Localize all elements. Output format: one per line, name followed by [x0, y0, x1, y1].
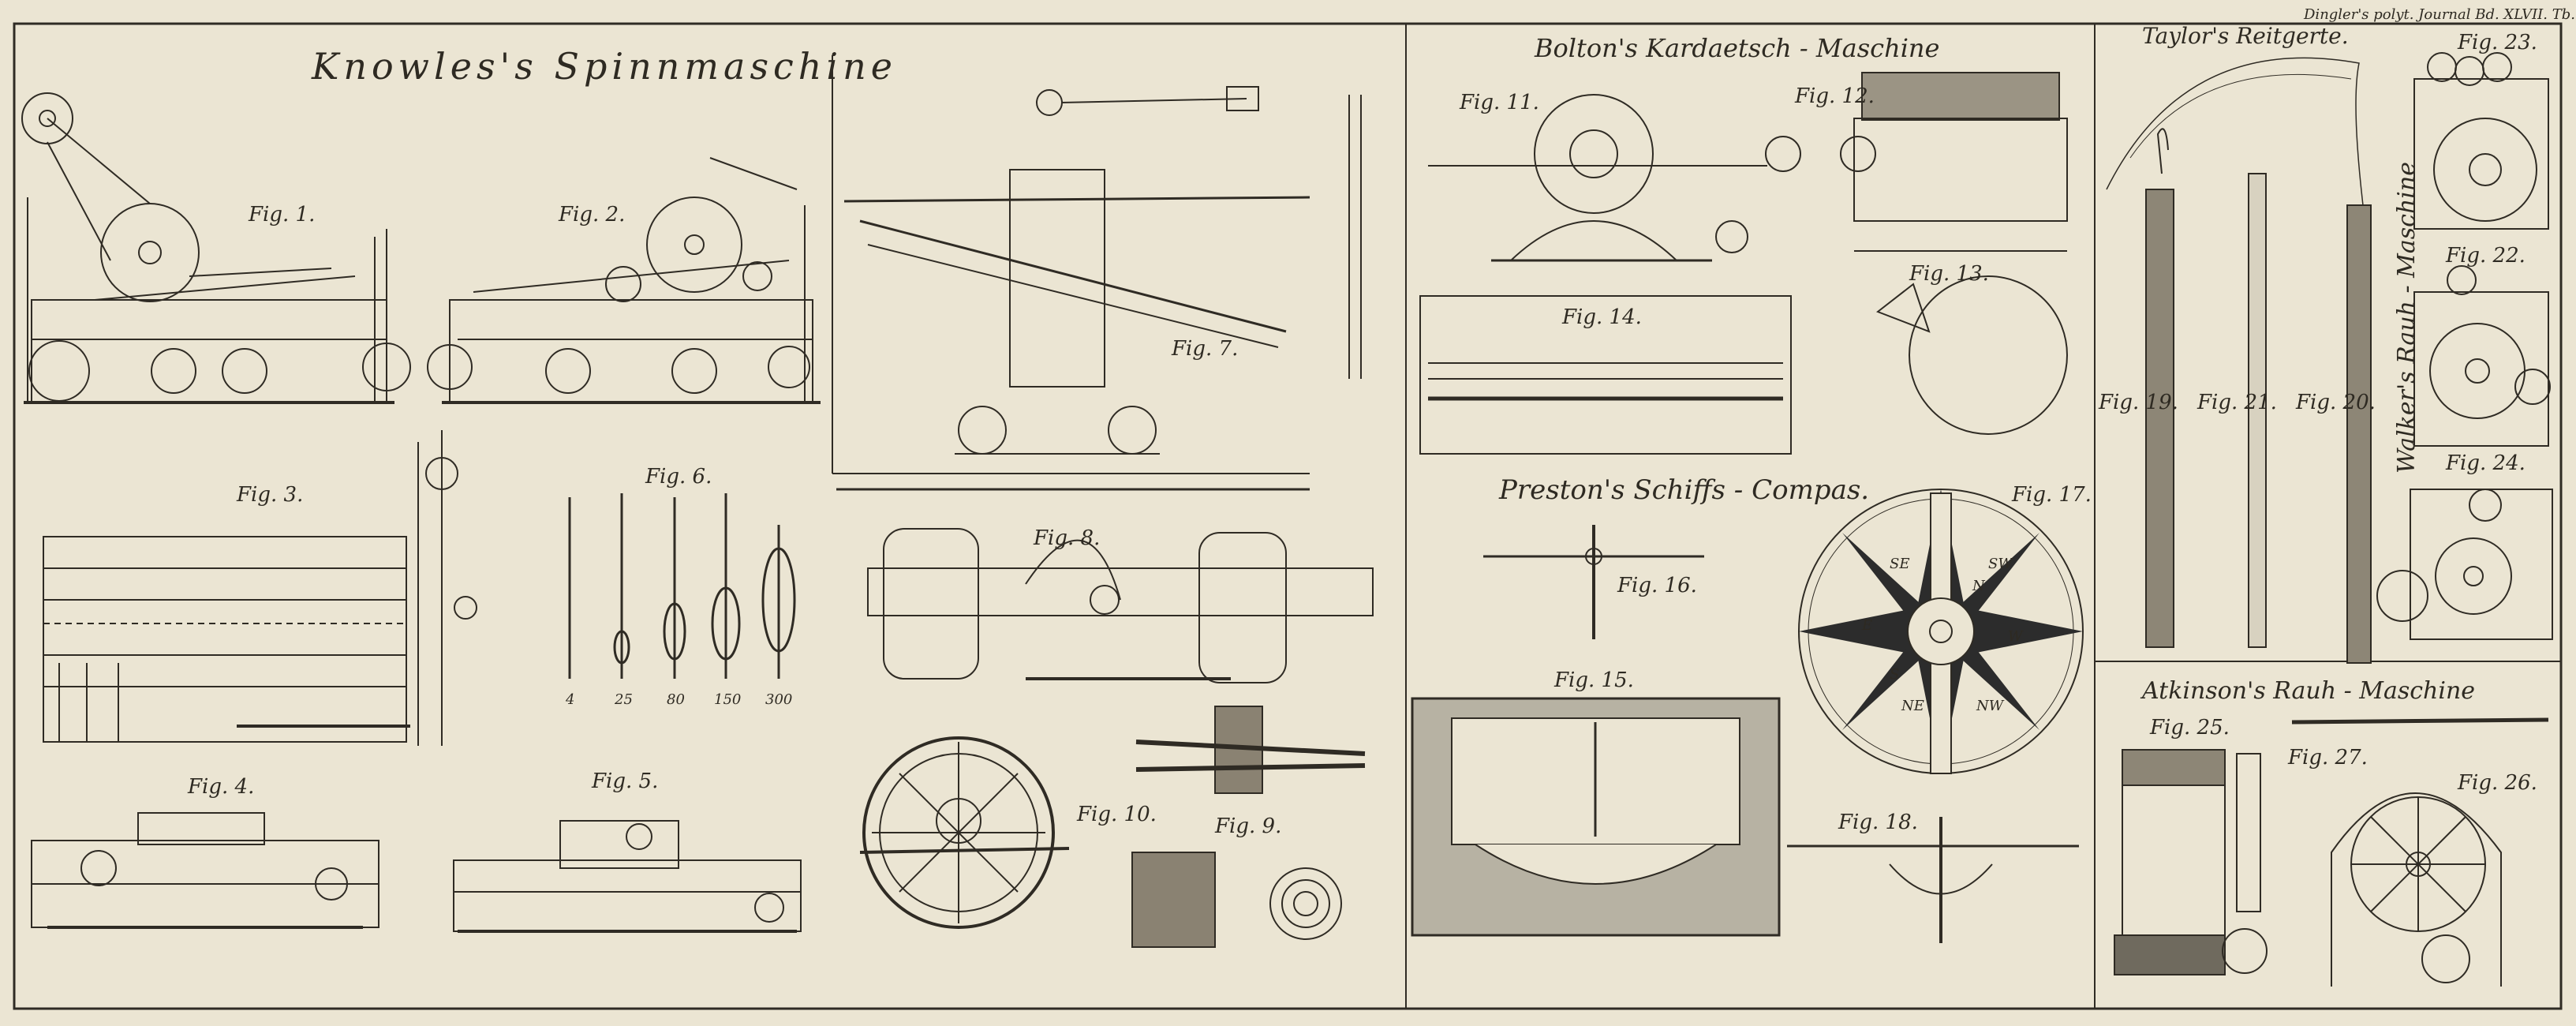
fig8-drawing [867, 528, 1374, 683]
fig22-label: Fig. 22. [2445, 244, 2526, 268]
compass-point-sw: SW [1988, 556, 2013, 572]
fig11-label: Fig. 11. [1459, 91, 1539, 114]
fig11-drawing [1428, 94, 1801, 262]
title-atkinson: Atkinson's Rauh - Maschine [2140, 677, 2475, 705]
fig10-drawing [859, 736, 1070, 929]
compass-point-n: N [1972, 578, 1986, 594]
fig1-label: Fig. 1. [248, 203, 315, 227]
fig12-drawing [1840, 72, 2068, 252]
atkinson-machines-drawing [2114, 717, 2549, 987]
fig2-label: Fig. 2. [558, 203, 625, 227]
fig10-label: Fig. 10. [1076, 803, 1157, 826]
fig7-drawing [832, 55, 1362, 491]
compass-point-w: W [2008, 628, 2024, 645]
compass-point-e: E [1861, 617, 1872, 634]
spindle-number-2: 25 [614, 691, 633, 708]
fig5-drawing [453, 820, 802, 933]
fig13-label: Fig. 13. [1909, 262, 1989, 286]
fig15-label: Fig. 15. [1553, 668, 1634, 692]
fig27-label: Fig. 27. [2287, 746, 2368, 770]
fig12-label: Fig. 12. [1794, 84, 1875, 108]
fig8-label: Fig. 8. [1033, 526, 1100, 550]
fig20-label: Fig. 20. [2295, 391, 2376, 414]
fig13-drawing [1875, 275, 2068, 435]
compass-point-nw: NW [1976, 698, 2005, 714]
fig9-drawing [1131, 706, 1366, 948]
fig1-drawing [21, 92, 411, 404]
fig6-label: Fig. 6. [645, 465, 712, 489]
fig3-drawing [43, 430, 477, 746]
fig19-label: Fig. 19. [2098, 391, 2178, 414]
fig26-label: Fig. 26. [2457, 771, 2537, 795]
fig2-drawing [427, 157, 821, 404]
title-taylor: Taylor's Reitgerte. [2142, 23, 2349, 49]
plate-border [13, 22, 2563, 1010]
fig16-label: Fig. 16. [1617, 574, 1697, 597]
fig6-drawing [568, 493, 796, 679]
fig24-label: Fig. 24. [2445, 451, 2526, 475]
fig4-label: Fig. 4. [187, 775, 254, 799]
fig16-drawing [1483, 525, 1704, 639]
fig14-drawing [1419, 295, 1792, 455]
title-knowles: Knowles's Spinnmaschine [311, 45, 897, 88]
fig17-label: Fig. 17. [2011, 483, 2092, 507]
compass-card [1798, 489, 2084, 774]
taylor-whips-drawing [2106, 57, 2372, 664]
fig21-label: Fig. 21. [2197, 391, 2277, 414]
fig23-label: Fig. 23. [2457, 31, 2537, 54]
spindle-number-5: 300 [765, 691, 792, 708]
fig4-drawing [31, 812, 379, 929]
plate-citation: Dingler's polyt. Journal Bd. XLVII. Tb. … [2303, 6, 2576, 23]
spindle-number-3: 80 [667, 691, 685, 708]
compass-point-se: SE [1890, 556, 1909, 572]
fig5-label: Fig. 5. [591, 770, 658, 793]
fig18-label: Fig. 18. [1838, 811, 1918, 834]
walker-machines-drawing [2376, 52, 2553, 640]
fig9-label: Fig. 9. [1214, 814, 1281, 838]
fig25-label: Fig. 25. [2149, 716, 2230, 740]
title-preston: Preston's Schiffs - Compas. [1498, 474, 1869, 506]
compass-point-ne: NE [1901, 698, 1924, 714]
title-walker: Walker's Rauh - Maschine [2393, 162, 2421, 474]
fig7-label: Fig. 7. [1171, 337, 1238, 361]
spindle-number-4: 150 [714, 691, 741, 708]
fig14-label: Fig. 14. [1561, 305, 1642, 329]
fig15-drawing [1411, 697, 1781, 937]
compass-point-s: S [1890, 666, 1899, 683]
spindle-number-1: 4 [565, 691, 574, 708]
fig18-drawing [1787, 817, 2079, 943]
fig3-label: Fig. 3. [236, 483, 303, 507]
title-bolton: Bolton's Kardaetsch - Maschine [1534, 33, 1939, 63]
